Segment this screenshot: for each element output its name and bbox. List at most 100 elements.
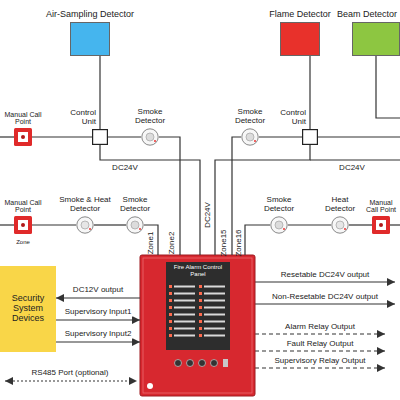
panel-bezel [143, 258, 252, 393]
rs485-arrow [5, 380, 137, 381]
signal-arrow [56, 341, 140, 342]
device-label: Smoke Detector [113, 196, 157, 214]
power-wire [310, 159, 400, 160]
heat-detector: Heat Detector [331, 216, 349, 234]
manual-call-point: Manual Call Point [14, 216, 32, 234]
detector-led [254, 140, 256, 142]
call-point-button [21, 135, 25, 139]
cu-symbol [92, 129, 108, 145]
panel-title: Fire Alarm Control Panel [167, 264, 229, 277]
panel-key [223, 359, 228, 367]
smoke-detector: Smoke Detector [141, 128, 159, 146]
sd-symbol [270, 216, 288, 234]
device-label: Smoke Detector [257, 196, 301, 214]
device-label: Beam Detector [327, 10, 397, 20]
port-label: RS485 Port (optional) [32, 369, 109, 378]
connector-label: DC24V [111, 164, 139, 173]
sd-symbol [241, 128, 259, 146]
control-unit: Control Unit [92, 129, 108, 145]
security-devices-box: Security System Devices [0, 266, 56, 352]
device-label: Heat Detector [319, 196, 361, 214]
device-label: Manual Call Point [3, 111, 43, 126]
detector-body [127, 217, 143, 233]
relay-output-label: Fault Relay Output [287, 340, 354, 349]
detector-led [344, 228, 346, 230]
led-rows [169, 284, 227, 340]
smoke-heat-detector: Smoke & Heat Detector [76, 216, 94, 234]
wire [259, 136, 302, 137]
panel-body [140, 255, 255, 396]
panel-button [187, 360, 194, 367]
connector-label: DC12V output [72, 286, 124, 295]
device-label: Smoke Detector [228, 108, 272, 126]
output-arrow [255, 281, 395, 282]
call-point-glass [18, 220, 28, 230]
cu-symbol [302, 129, 318, 145]
zone-wire [318, 136, 400, 137]
flame-detector: Flame Detector [280, 22, 320, 56]
voltage-label: DC24V [203, 202, 212, 228]
zone-label: Zone15 [219, 229, 228, 256]
zone-label: Zone2 [168, 232, 177, 255]
detector-body [77, 217, 93, 233]
call-point-glass [18, 132, 28, 142]
detector-led [154, 140, 156, 142]
detector-square [281, 23, 320, 56]
relay-output-label: Alarm Relay Output [285, 323, 355, 332]
smoke-detector: Smoke Detector [126, 216, 144, 234]
wire [245, 225, 270, 255]
box-label: Security System Devices [4, 294, 52, 324]
relay-output-label: Supervisory Relay Output [274, 357, 365, 366]
control-panel: Fire Alarm Control Panel [140, 255, 255, 396]
sd-symbol [141, 128, 159, 146]
beam-detector: Beam Detector [352, 22, 400, 56]
device-label: Manual Call Point [363, 199, 399, 214]
smoke-detector: Smoke Detector [241, 128, 259, 146]
detector-body [242, 129, 258, 145]
panel-face [166, 262, 230, 350]
call-point-body [14, 216, 32, 234]
panel-button [211, 360, 218, 367]
device-label: Control Unit [272, 109, 306, 127]
connector-label: Supervisory Input1 [64, 308, 133, 317]
air-sampling-detector: Air-Sampling Detector [70, 22, 110, 56]
hd-symbol [331, 216, 349, 234]
control-unit-box [93, 130, 108, 145]
wire [32, 224, 76, 225]
detector-body [332, 217, 348, 233]
control-unit-box [303, 130, 318, 145]
sq-symbol [352, 22, 400, 56]
wire [94, 224, 126, 225]
wire [288, 224, 331, 225]
sq-symbol [280, 22, 320, 56]
detector-sensor [131, 221, 139, 229]
call-point-button [21, 223, 25, 227]
device-label: Control Unit [62, 109, 96, 127]
relay-arrow [255, 367, 385, 368]
sd-symbol [126, 216, 144, 234]
wire [99, 56, 100, 129]
wire [349, 224, 372, 225]
detector-sensor [246, 133, 254, 141]
detector-square [71, 23, 110, 56]
smoke-detector: Smoke Detector [270, 216, 288, 234]
device-label: Smoke & Heat Detector [58, 196, 112, 214]
sq-symbol [70, 22, 110, 56]
detector-sensor [336, 221, 344, 229]
zone-wire [0, 224, 14, 225]
signal-arrow [56, 319, 140, 320]
mcp-symbol [14, 128, 32, 146]
manual-call-point: Manual Call Point [14, 128, 32, 146]
control-panel-illustration [140, 255, 255, 396]
panel-button [175, 360, 182, 367]
beam-wire [376, 56, 400, 118]
zone-label: Zone16 [234, 229, 243, 256]
wire [100, 145, 200, 255]
zone-wire [390, 224, 400, 225]
call-point-glass [376, 220, 386, 230]
wire [108, 136, 141, 137]
device-label: Smoke Detector [128, 108, 172, 126]
zone-wire [0, 136, 14, 137]
signal-arrow [56, 297, 140, 298]
wire [215, 145, 310, 255]
